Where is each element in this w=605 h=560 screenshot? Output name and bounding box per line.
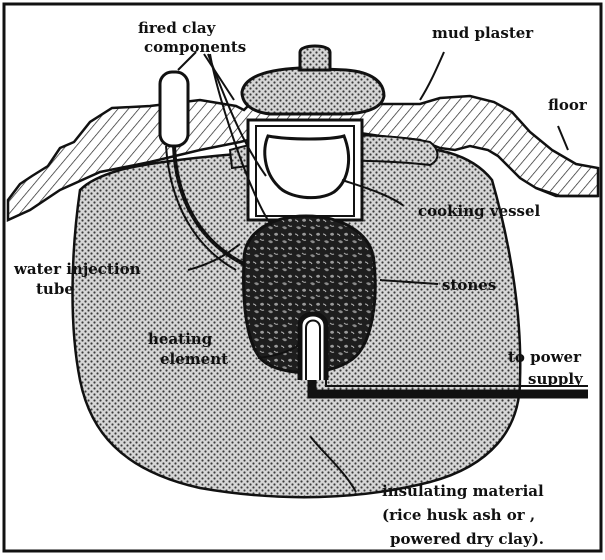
label-heating-2: element (160, 350, 228, 368)
vessel-lid (242, 68, 384, 114)
label-insulating-3: powered dry clay). (390, 530, 544, 548)
label-power-2: supply (528, 370, 584, 388)
label-heating-1: heating (148, 330, 213, 348)
label-water-injection-1: water injection (13, 260, 141, 278)
label-fired-clay-2: components (144, 38, 246, 56)
label-insulating-2: (rice husk ash or , (382, 506, 535, 524)
label-floor: floor (548, 96, 588, 114)
label-insulating-1: insulating material (382, 482, 544, 500)
label-cooking-vessel: cooking vessel (418, 202, 541, 220)
label-water-injection-2: tube (36, 280, 74, 298)
label-stones: stones (442, 276, 496, 294)
water-injection-tube (160, 72, 188, 146)
label-fired-clay-1: fired clay (138, 19, 217, 37)
label-power-1: to power (508, 348, 582, 366)
heating-element (300, 314, 326, 380)
label-mud-plaster: mud plaster (432, 24, 534, 42)
lid-knob (300, 46, 330, 70)
